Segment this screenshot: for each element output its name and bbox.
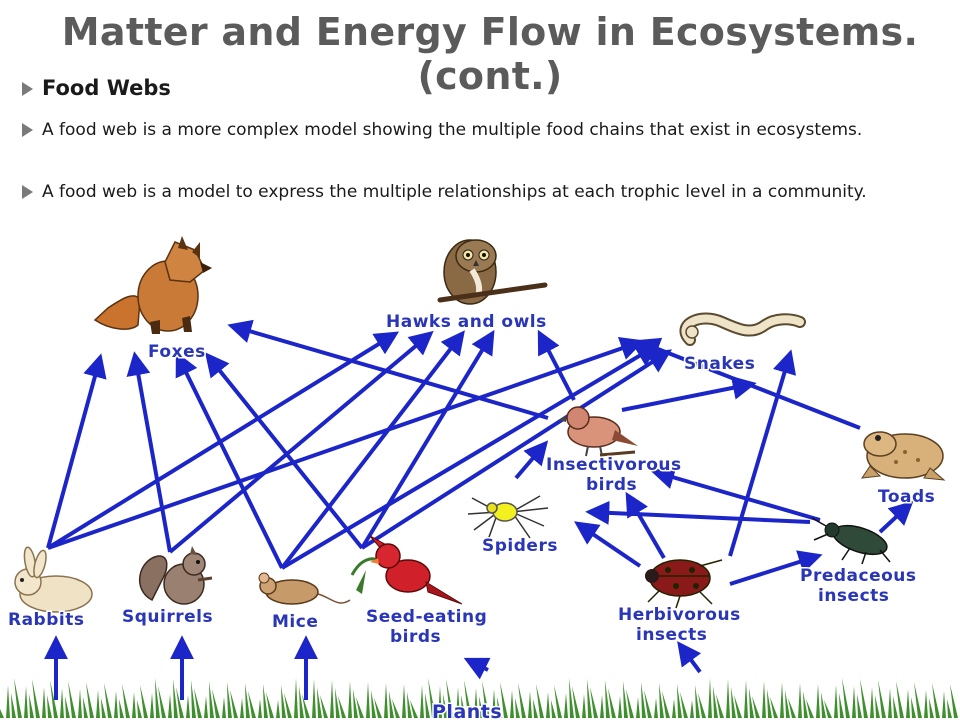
arrow-toads-to-snakes — [635, 337, 861, 430]
bullet-icon — [22, 123, 33, 137]
arrow-squirrels-to-hawks — [168, 330, 434, 554]
grass-icon — [0, 678, 958, 718]
arrow-mice-to-foxes — [175, 351, 284, 569]
arrow-seed-eating-birds-to-snakes — [360, 349, 673, 550]
arrow-plants-to-herbivorous-insects — [677, 641, 702, 674]
grass-blades — [0, 678, 958, 718]
arrow-mice-to-hawks — [280, 330, 465, 570]
arrow-plants-to-seed-eating-birds — [463, 657, 491, 680]
arrow-predaceous-insects-to-insectivorous-birds — [650, 465, 821, 522]
arrow-insectivorous-birds-to-snakes — [621, 375, 757, 412]
node-label-hawks: Hawks and owls — [386, 312, 547, 332]
node-label-herbivorous-insects: Herbivorous — [618, 605, 741, 625]
arrow-rabbits-to-snakes — [47, 336, 645, 550]
squirrel-icon — [138, 546, 213, 605]
snake-icon — [679, 312, 806, 346]
food-web-diagram: Foxes Hawks and owls Snakes Insectivorou… — [0, 236, 958, 720]
arrow-insectivorous-birds-to-foxes — [227, 319, 549, 420]
node-label-squirrels: Squirrels — [122, 607, 213, 627]
node-label-plants: Plants — [432, 701, 502, 720]
node-label-seed-eating-birds-2: birds — [390, 627, 441, 647]
node-label-spiders: Spiders — [482, 536, 558, 556]
arrow-squirrels-to-foxes — [126, 351, 172, 553]
arrow-predaceous-insects-to-toads — [878, 500, 914, 534]
arrow-seed-eating-birds-to-hawks — [360, 329, 495, 550]
arrow-mice-to-snakes — [280, 343, 661, 570]
node-label-predaceous-insects-2: insects — [818, 586, 889, 606]
node-label-rabbits: Rabbits — [8, 610, 84, 630]
food-web-arrows — [44, 319, 914, 700]
arrow-rabbits-to-foxes — [46, 353, 107, 549]
arrow-seed-eating-birds-to-foxes — [204, 352, 364, 550]
node-label-insectivorous-birds: Insectivorous — [546, 455, 682, 475]
node-label-snakes: Snakes — [684, 354, 755, 374]
fox-icon — [93, 236, 212, 334]
node-label-seed-eating-birds: Seed-eating — [366, 607, 487, 627]
mouse-icon — [258, 572, 351, 605]
toad-icon — [860, 431, 946, 481]
paragraph-2: A food web is a model to express the mul… — [42, 182, 867, 202]
node-label-insectivorous-birds-2: birds — [586, 475, 637, 495]
arrow-predaceous-insects-to-spiders — [585, 500, 811, 525]
arrow-herbivorous-insects-to-spiders — [574, 521, 642, 568]
rabbit-icon — [14, 546, 93, 613]
owl-icon — [437, 239, 548, 305]
bird-icon — [558, 406, 638, 457]
cardinal-icon — [350, 535, 463, 605]
ladybug-icon — [645, 559, 723, 609]
slide-title: Matter and Energy Flow in Ecosystems. (c… — [61, 10, 919, 98]
beetle-icon — [811, 517, 891, 565]
node-label-mice: Mice — [272, 612, 318, 632]
section-heading: Food Webs — [42, 76, 171, 100]
bullet-icon — [22, 185, 33, 199]
spider-icon — [467, 495, 549, 541]
arrow-herbivorous-insects-to-insectivorous-birds — [625, 491, 666, 560]
node-label-predaceous-insects: Predaceous — [800, 566, 917, 586]
arrow-insectivorous-birds-to-hawks — [537, 329, 576, 401]
arrow-predaceous-insects-to-snakes — [728, 349, 797, 557]
bullet-icon — [22, 82, 33, 96]
paragraph-1: A food web is a more complex model showi… — [42, 120, 863, 140]
node-label-toads: Toads — [878, 487, 935, 507]
node-label-herbivorous-insects-2: insects — [636, 625, 707, 645]
arrow-spiders-to-insectivorous-birds — [514, 440, 549, 480]
arrow-herbivorous-insects-to-predaceous-insects — [729, 550, 823, 586]
node-label-foxes: Foxes — [148, 342, 206, 362]
